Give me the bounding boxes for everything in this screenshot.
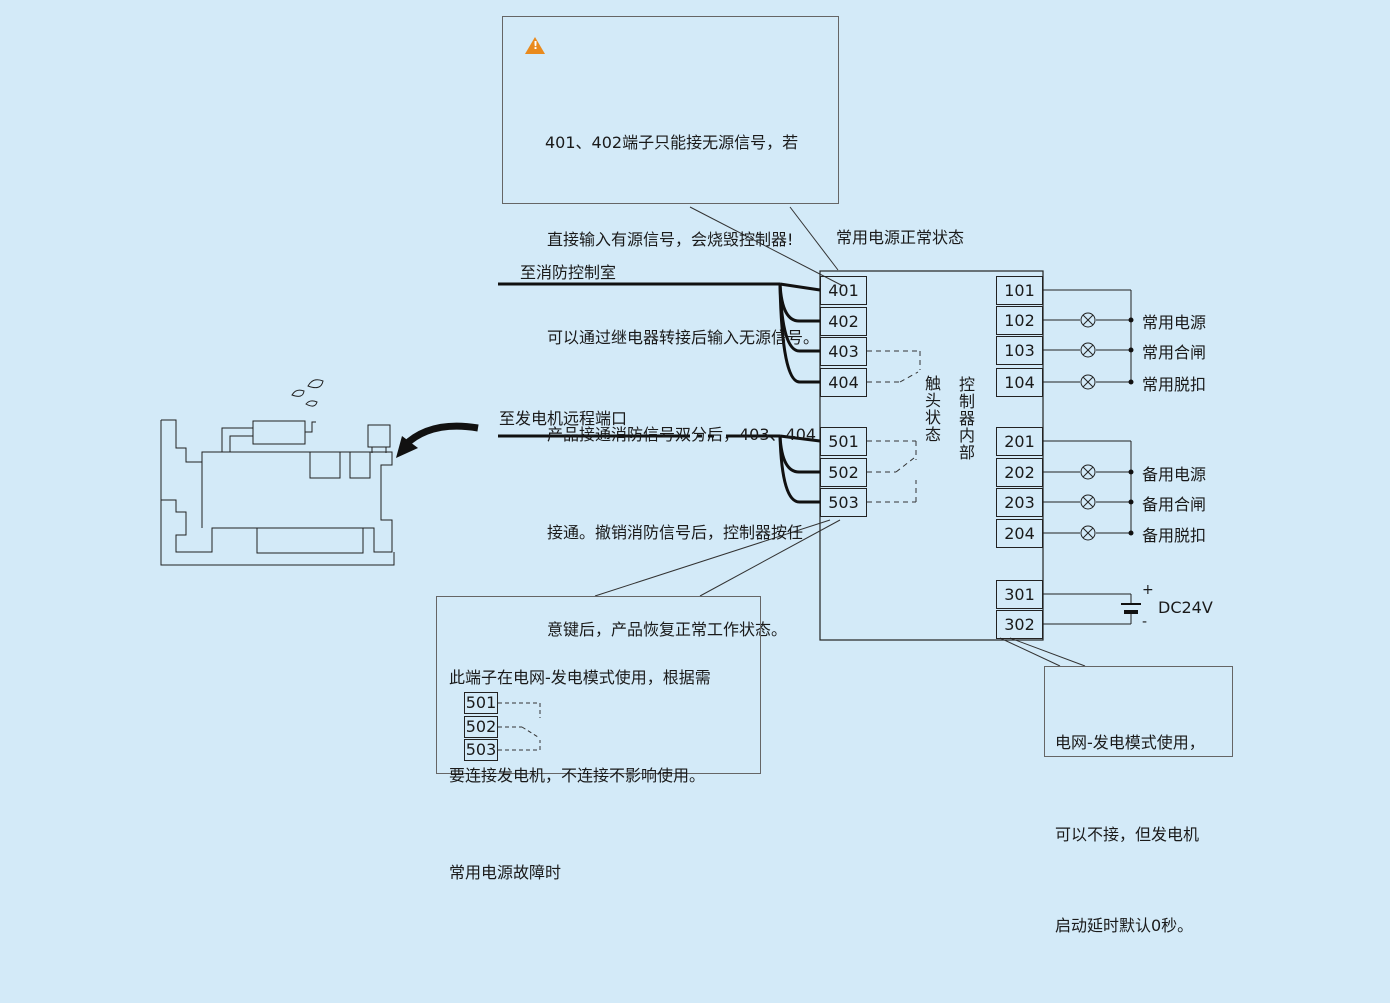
terminal-401: 401 xyxy=(820,276,867,305)
bottom-note-line: 常用电源故障时 xyxy=(449,863,562,882)
top-note-line: 接通。撤销消防信号后，控制器按任 xyxy=(547,522,804,542)
right-note: 电网-发电模式使用， 可以不接，但发电机 启动延时默认0秒。 xyxy=(1044,666,1233,935)
controller-inner-label: 控制器内部 xyxy=(956,376,975,461)
lamp-label: 备用合闸 xyxy=(1142,495,1207,514)
terminal-102: 102 xyxy=(996,306,1043,335)
normal-state-label: 常用电源正常状态 xyxy=(836,228,965,247)
terminal-404: 404 xyxy=(820,368,867,397)
terminal-204: 204 xyxy=(996,519,1043,548)
terminal-201: 201 xyxy=(996,427,1043,456)
dc24v-label: DC24V xyxy=(1158,598,1213,617)
wiring-diagram: 401、402端子只能接无源信号，若 直接输入有源信号，会烧毁控制器! 可以通过… xyxy=(0,0,1390,800)
terminal-402: 402 xyxy=(820,307,867,336)
bottom-note-line: 要连接发电机，不连接不影响使用。 xyxy=(449,765,706,785)
top-note-line: 可以通过继电器转接后输入无源信号。 xyxy=(547,327,820,347)
contact-dashes xyxy=(867,350,921,503)
right-note-line: 电网-发电模式使用， xyxy=(1055,733,1205,752)
terminal-202: 202 xyxy=(996,458,1043,487)
terminal-302: 302 xyxy=(996,610,1043,639)
right-note-line: 启动延时默认0秒。 xyxy=(1055,916,1194,935)
terminal-301: 301 xyxy=(996,580,1043,609)
warning-icon xyxy=(525,37,545,54)
minus-sign: - xyxy=(1142,614,1148,630)
terminal-101: 101 xyxy=(996,276,1043,305)
terminal-403: 403 xyxy=(820,337,867,366)
lamp-label: 常用电源 xyxy=(1142,313,1207,332)
fire-room-label: 至消防控制室 xyxy=(520,263,617,282)
lamp-circuits xyxy=(1043,289,1132,534)
top-note: 401、402端子只能接无源信号，若 直接输入有源信号，会烧毁控制器! 可以通过… xyxy=(502,16,839,639)
terminal-501: 501 xyxy=(820,427,867,456)
plus-sign: + xyxy=(1142,582,1154,598)
terminal-104: 104 xyxy=(996,368,1043,397)
lamp-label: 备用脱扣 xyxy=(1142,526,1207,545)
bottom-note-line: 此端子在电网-发电模式使用，根据需 xyxy=(449,668,711,687)
terminal-502: 502 xyxy=(820,458,867,487)
generator-icon xyxy=(160,379,395,566)
lamp-label: 常用合闸 xyxy=(1142,343,1207,362)
right-note-line: 可以不接，但发电机 xyxy=(1055,824,1200,844)
battery-circuit xyxy=(1043,593,1132,625)
terminal-103: 103 xyxy=(996,336,1043,365)
mini-terminal-503: 503 xyxy=(464,739,498,761)
top-note-line: 直接输入有源信号，会烧毁控制器! xyxy=(547,230,794,249)
top-note-line: 产品接通消防信号双分后，403、404 xyxy=(547,425,817,444)
lamp-label: 备用电源 xyxy=(1142,465,1207,484)
contact-state-label: 触头状态 xyxy=(922,375,941,443)
wiring-lines xyxy=(160,206,1141,751)
terminal-503: 503 xyxy=(820,488,867,517)
generator-cable xyxy=(498,434,821,504)
generator-label: 至发电机远程端口 xyxy=(499,409,628,428)
lamp-icons xyxy=(1080,312,1096,541)
top-note-line: 意键后，产品恢复正常工作状态。 xyxy=(547,620,788,639)
lamp-label: 常用脱扣 xyxy=(1142,375,1207,394)
top-note-line: 401、402端子只能接无源信号，若 xyxy=(545,132,799,152)
mini-terminal-501: 501 xyxy=(464,692,498,714)
fire-room-cable xyxy=(498,282,821,384)
terminal-203: 203 xyxy=(996,488,1043,517)
mini-terminal-502: 502 xyxy=(464,716,498,738)
